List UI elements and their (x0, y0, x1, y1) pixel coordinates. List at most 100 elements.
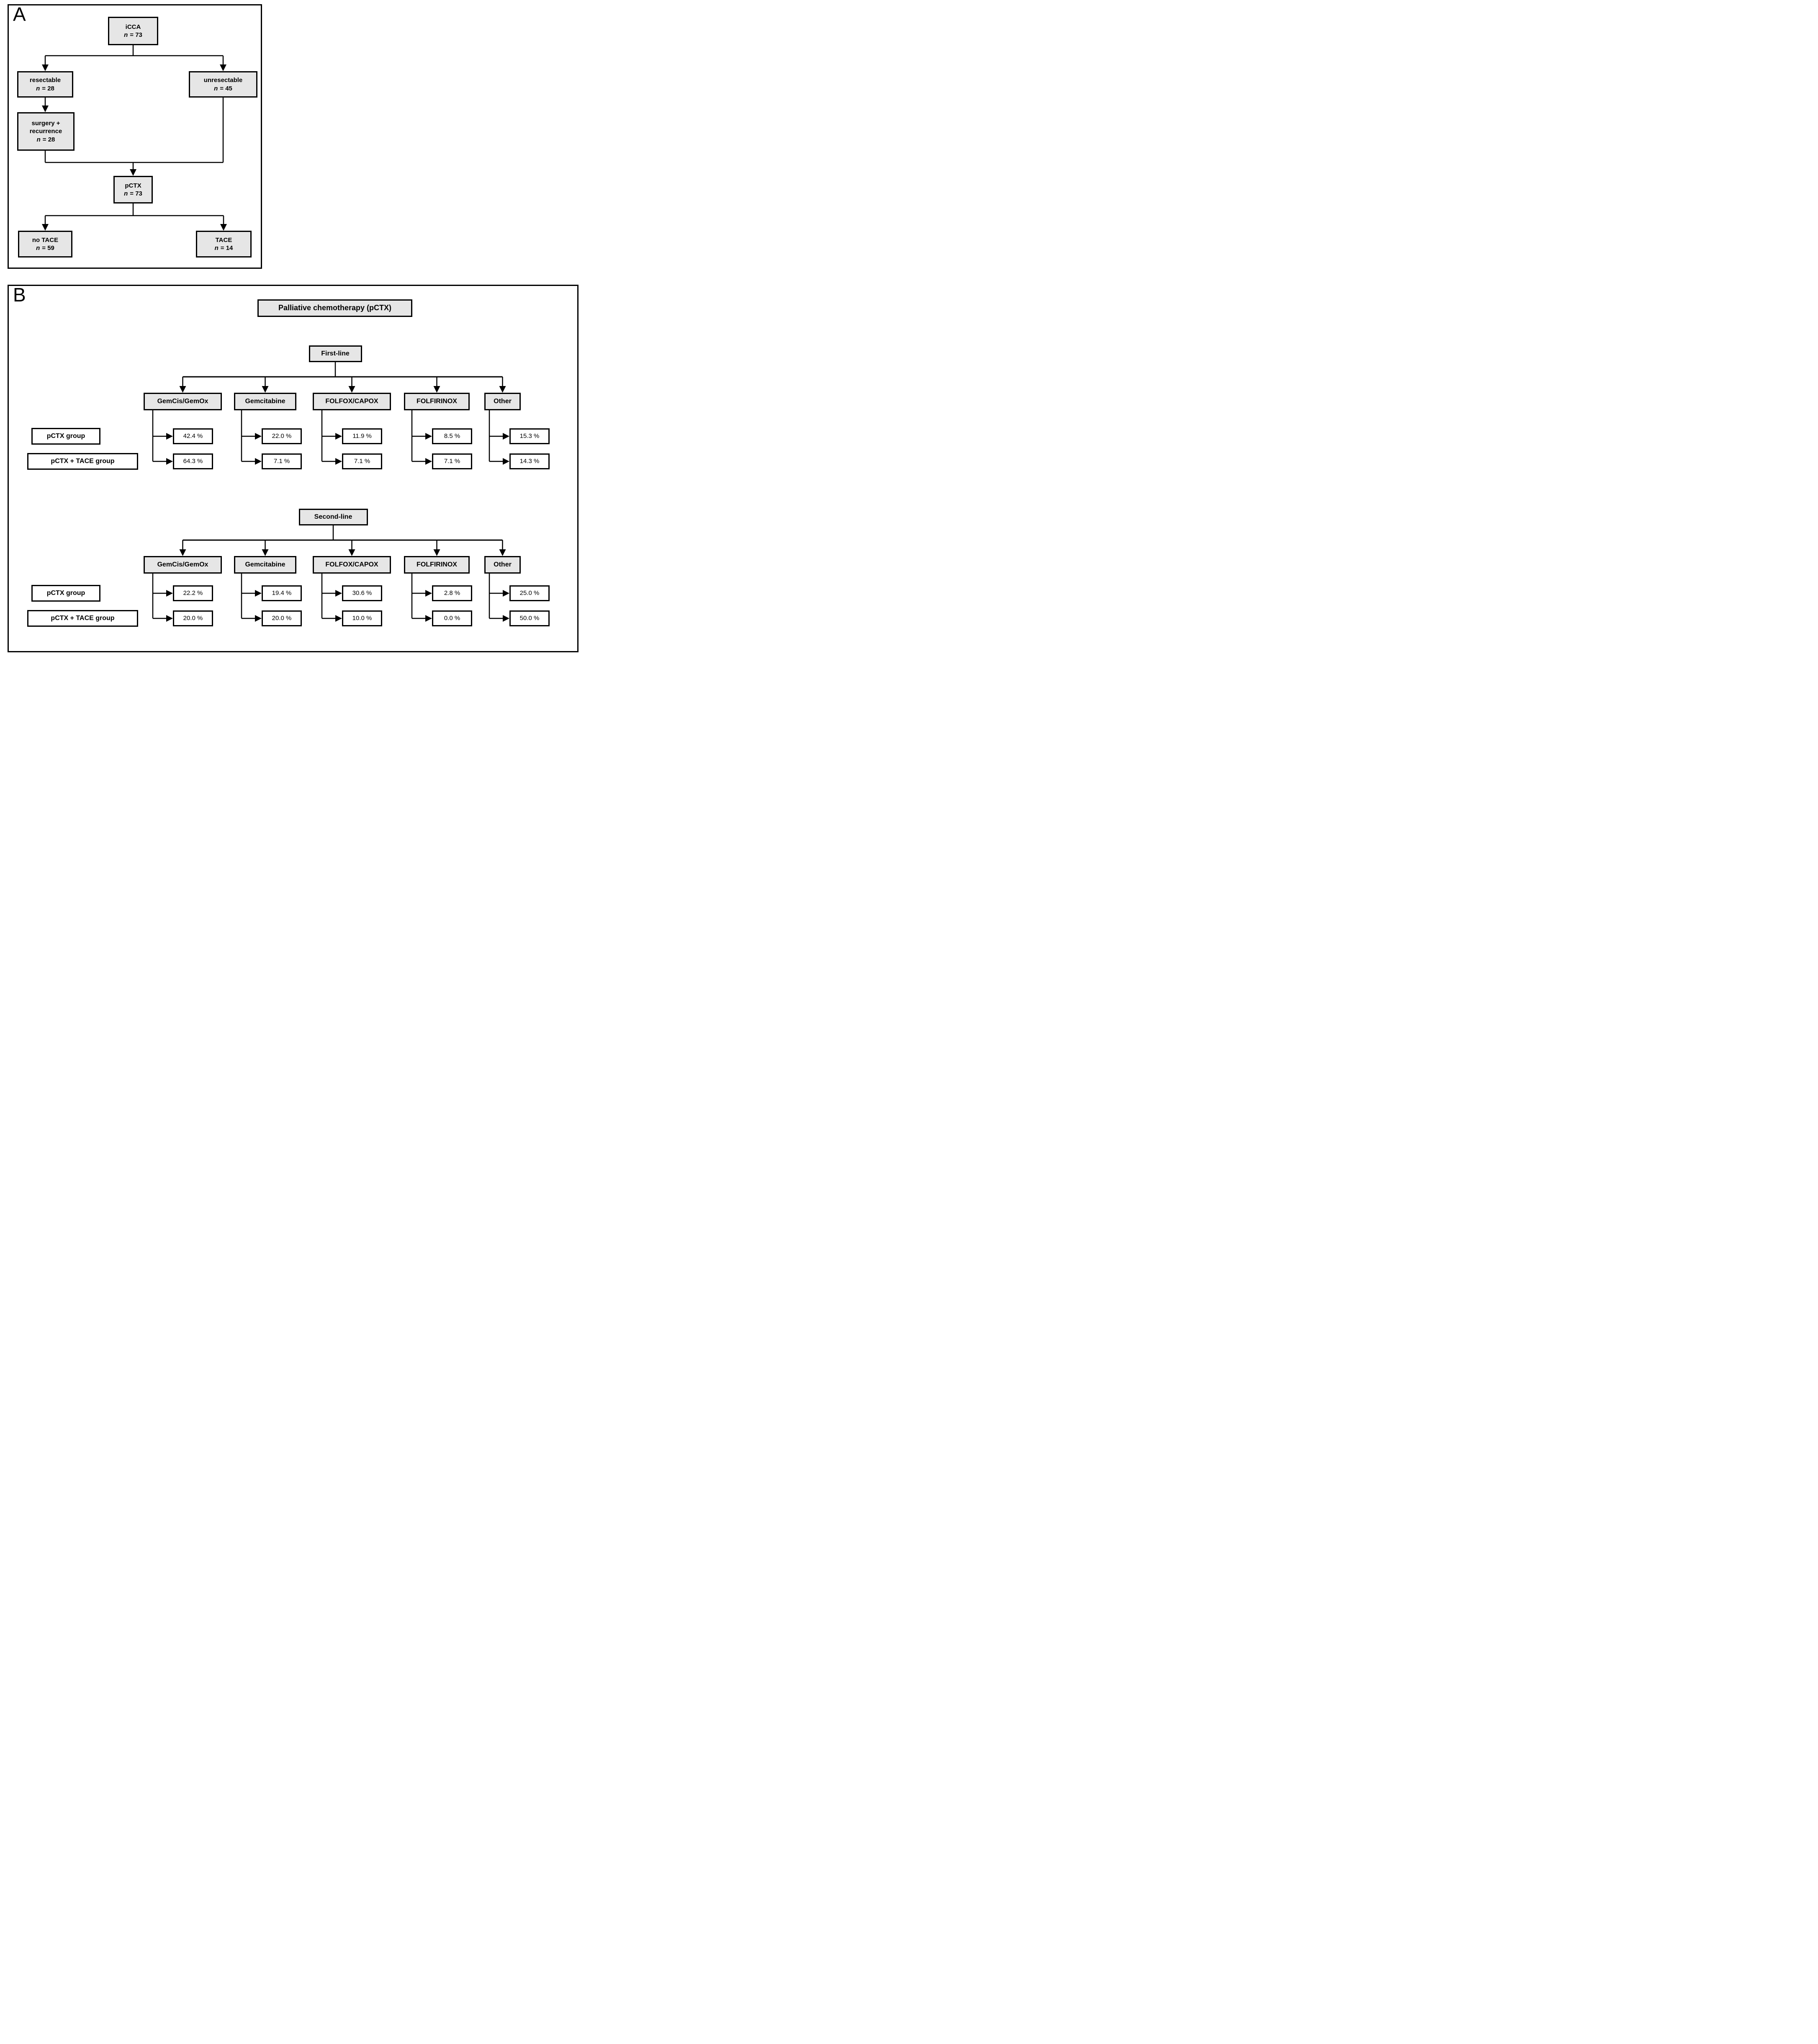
arrowhead (348, 549, 355, 556)
section-0-drug-box-4-text: Other (494, 397, 512, 405)
section-0-pctx-tace-value-4-text: 14.3 % (519, 458, 540, 465)
node-pctx: pCTX n= 73 (113, 176, 153, 203)
panel-a: A iCCA n= 73 resectable n= 28 (8, 4, 262, 269)
arrowhead (499, 549, 506, 556)
section-1-pctx-tace-value-2: 10.0 % (342, 610, 382, 626)
section-1-header-box-text: Second-line (314, 513, 352, 520)
section-0-header-box-text: First-line (321, 350, 350, 357)
arrowhead (166, 590, 173, 597)
section-0-pctx-value-3-text: 8.5 % (444, 432, 460, 440)
arrowhead (166, 615, 173, 622)
section-0-drug-box-2-text: FOLFOX/CAPOX (325, 397, 378, 405)
section-1-pctx-tace-value-1: 20.0 % (262, 610, 302, 626)
section-0-header-box: First-line (309, 345, 362, 362)
section-0-row-label-pctx-text: pCTX group (46, 432, 85, 440)
arrowhead (348, 386, 355, 393)
section-1-pctx-tace-value-4: 50.0 % (509, 610, 550, 626)
section-0-pctx-tace-value-1: 7.1 % (262, 453, 302, 469)
node-label: unresectable (203, 77, 243, 84)
section-0-row-label-pctx: pCTX group (31, 428, 100, 445)
section-0-drug-box-0: GemCis/GemOx (144, 393, 222, 410)
section-1-drug-box-4: Other (484, 556, 521, 574)
section-0-pctx-value-2-text: 11.9 % (352, 432, 372, 440)
arrowhead (335, 433, 342, 440)
section-0-pctx-tace-value-3-text: 7.1 % (444, 458, 460, 465)
node-count: n= 59 (36, 245, 54, 252)
arrowhead (503, 590, 509, 597)
arrowhead (262, 549, 269, 556)
section-0-pctx-tace-value-3: 7.1 % (432, 453, 472, 469)
node-unresectable: unresectable n= 45 (189, 71, 257, 98)
section-1-row-label-pctx-text: pCTX group (46, 589, 85, 597)
section-1-pctx-tace-value-2-text: 10.0 % (352, 615, 372, 622)
arrowhead (335, 615, 342, 622)
figure: A iCCA n= 73 resectable n= 28 (0, 0, 586, 659)
section-1-pctx-value-0-text: 22.2 % (183, 590, 203, 597)
arrowhead (425, 433, 432, 440)
section-0-drug-box-4: Other (484, 393, 521, 410)
arrowhead (499, 386, 506, 393)
section-0-pctx-value-0: 42.4 % (173, 428, 213, 444)
arrowhead (433, 549, 440, 556)
section-0-row-label-pctx-tace: pCTX + TACE group (27, 453, 138, 470)
arrowhead (179, 549, 186, 556)
panel-b-title-box: Palliative chemotherapy (pCTX) (257, 299, 412, 317)
node-label: pCTX (125, 182, 141, 189)
section-1-drug-box-1: Gemcitabine (234, 556, 296, 574)
section-1-pctx-value-0: 22.2 % (173, 585, 213, 601)
section-1-pctx-tace-value-0-text: 20.0 % (183, 615, 203, 622)
arrowhead (425, 615, 432, 622)
arrowhead (255, 458, 262, 465)
section-0-pctx-tace-value-2: 7.1 % (342, 453, 382, 469)
section-0-pctx-value-1: 22.0 % (262, 428, 302, 444)
section-0-drug-box-1-text: Gemcitabine (245, 397, 285, 405)
panel-b: B Palliative chemotherapy (pCTX) First-l… (8, 284, 579, 652)
section-0-pctx-value-4-text: 15.3 % (519, 432, 540, 440)
node-count: n= 73 (124, 31, 142, 39)
section-1-header-box: Second-line (298, 509, 368, 525)
section-0-pctx-value-1-text: 22.0 % (272, 432, 292, 440)
arrowhead (425, 590, 432, 597)
section-1-drug-box-3-text: FOLFIRINOX (417, 561, 457, 568)
section-1-pctx-value-4: 25.0 % (509, 585, 550, 601)
section-1-row-label-pctx: pCTX group (31, 585, 100, 602)
arrowhead (433, 386, 440, 393)
section-1-drug-box-1-text: Gemcitabine (245, 561, 285, 568)
arrowhead (335, 458, 342, 465)
section-1-pctx-value-2: 30.6 % (342, 585, 382, 601)
section-1-drug-box-4-text: Other (494, 561, 512, 568)
arrowhead (503, 433, 509, 440)
section-0-pctx-value-2: 11.9 % (342, 428, 382, 444)
section-1-pctx-value-3: 2.8 % (432, 585, 472, 601)
arrowhead (255, 615, 262, 622)
section-1-drug-box-0: GemCis/GemOx (144, 556, 222, 574)
section-0-row-label-pctx-tace-text: pCTX + TACE group (51, 457, 115, 465)
arrowhead (179, 386, 186, 393)
section-0-pctx-value-0-text: 42.4 % (183, 432, 203, 440)
node-count: n= 45 (214, 85, 232, 92)
section-1-drug-box-2: FOLFOX/CAPOX (313, 556, 391, 574)
panel-a-label: A (13, 3, 26, 25)
section-0-pctx-value-3: 8.5 % (432, 428, 472, 444)
section-1-row-label-pctx-tace: pCTX + TACE group (27, 610, 138, 627)
panel-b-label: B (13, 284, 26, 306)
section-1-pctx-tace-value-4-text: 50.0 % (519, 615, 540, 622)
arrowhead (425, 458, 432, 465)
node-count: n= 14 (214, 245, 233, 252)
arrowhead (255, 590, 262, 597)
section-1-pctx-tace-value-3: 0.0 % (432, 610, 472, 626)
section-0-drug-box-1: Gemcitabine (234, 393, 296, 410)
node-tace: TACE n= 14 (196, 231, 252, 257)
section-1-drug-box-2-text: FOLFOX/CAPOX (325, 561, 378, 568)
node-no-tace: no TACE n= 59 (18, 231, 72, 257)
section-0-pctx-tace-value-1-text: 7.1 % (273, 458, 290, 465)
node-label: TACE (215, 236, 232, 244)
arrowhead (166, 458, 173, 465)
section-0-pctx-value-4: 15.3 % (509, 428, 550, 444)
node-label: iCCA (125, 23, 141, 31)
section-0-pctx-tace-value-4: 14.3 % (509, 453, 550, 469)
section-0-drug-box-3-text: FOLFIRINOX (417, 397, 457, 405)
section-0-pctx-tace-value-0: 64.3 % (173, 453, 213, 469)
node-count: n= 28 (36, 85, 54, 92)
panel-b-title: Palliative chemotherapy (pCTX) (278, 304, 392, 312)
